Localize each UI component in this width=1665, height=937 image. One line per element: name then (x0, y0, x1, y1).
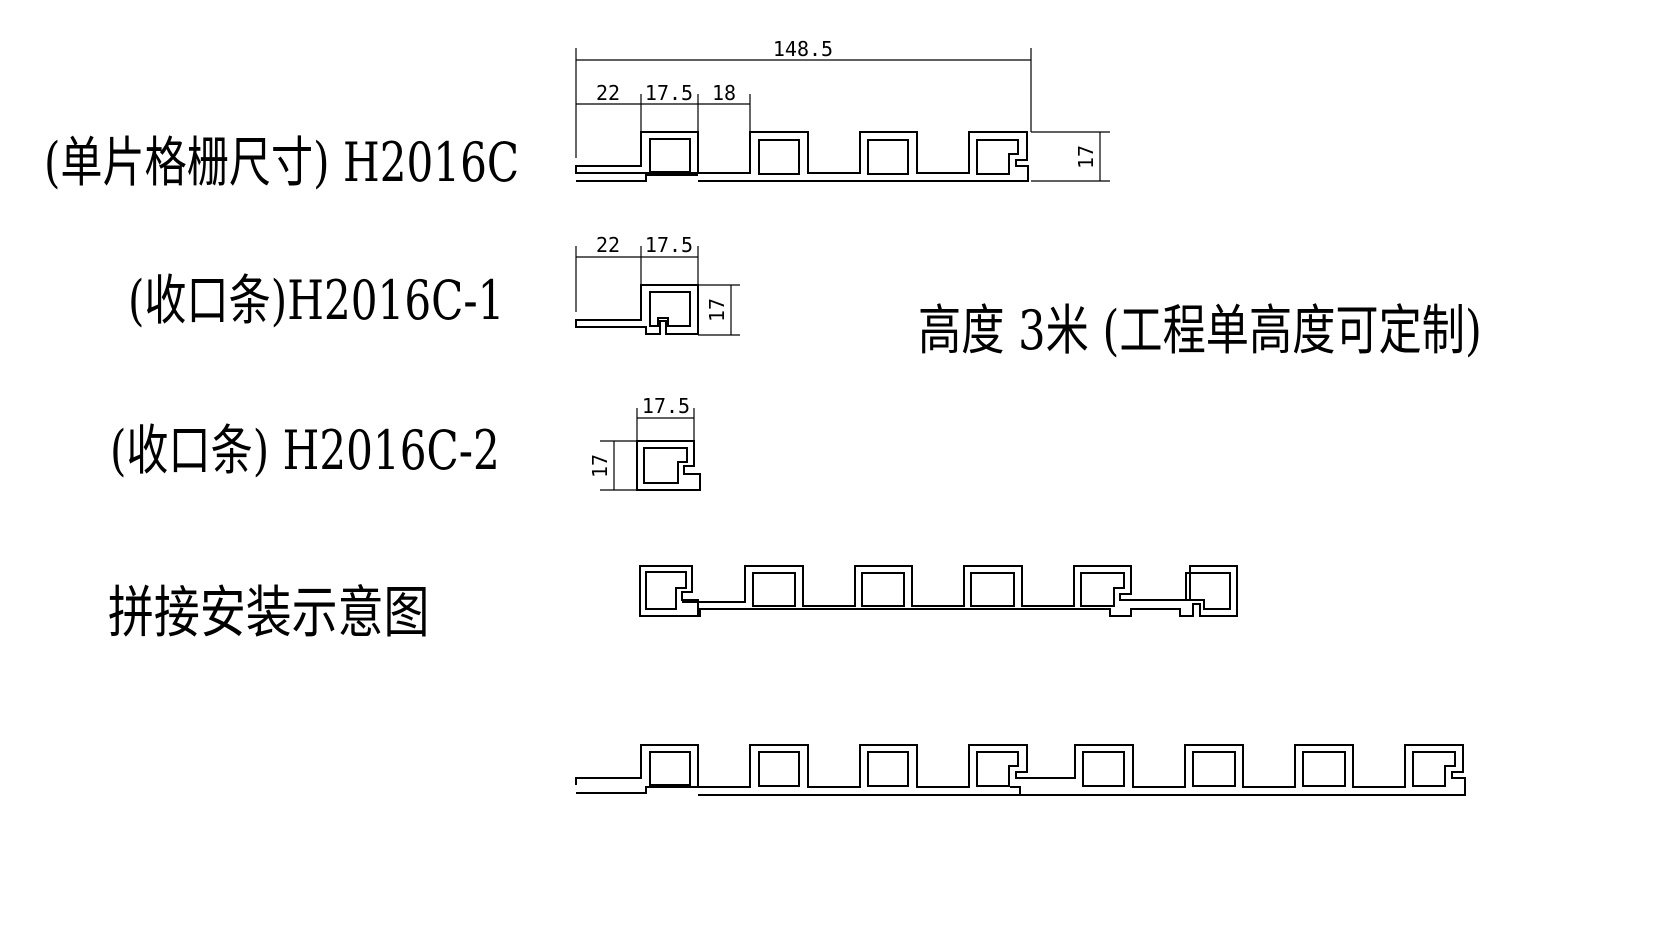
profile-h2016c-2 (636, 440, 701, 491)
dim-box: 17.5 (645, 233, 693, 257)
dimensions-h2016c-2: 17.5 17 (588, 394, 695, 491)
dim-box: 17.5 (642, 394, 690, 418)
assembly-diagram-top (639, 565, 1238, 617)
assembly-diagram-title: 拼接安装示意图 (108, 581, 430, 646)
dimensions-h2016c-1: 22 17.5 17 (575, 233, 740, 336)
profile-h2016c-1-title: (收口条)H2016C-1 (128, 269, 505, 332)
dim-height: 17 (1074, 145, 1098, 169)
dim-gap: 18 (712, 81, 736, 105)
profile-h2016c-1 (575, 284, 699, 335)
dim-height: 17 (705, 298, 729, 322)
dim-flange: 22 (596, 81, 620, 105)
profile-h2016c (575, 131, 1029, 182)
dim-flange: 22 (596, 233, 620, 257)
dim-box: 17.5 (645, 81, 693, 105)
dim-total-width: 148.5 (773, 37, 833, 61)
profile-h2016c-title: (单片格栅尺寸) H2016C (44, 131, 520, 194)
dimensions-h2016c: 148.5 22 17.5 18 17 (575, 37, 1110, 182)
profile-h2016c-2-title: (收口条) H2016C-2 (110, 419, 500, 482)
assembly-diagram-bottom (575, 744, 1466, 796)
height-note: 高度 3米 (工程单高度可定制) (918, 299, 1482, 362)
dim-height: 17 (588, 454, 612, 478)
